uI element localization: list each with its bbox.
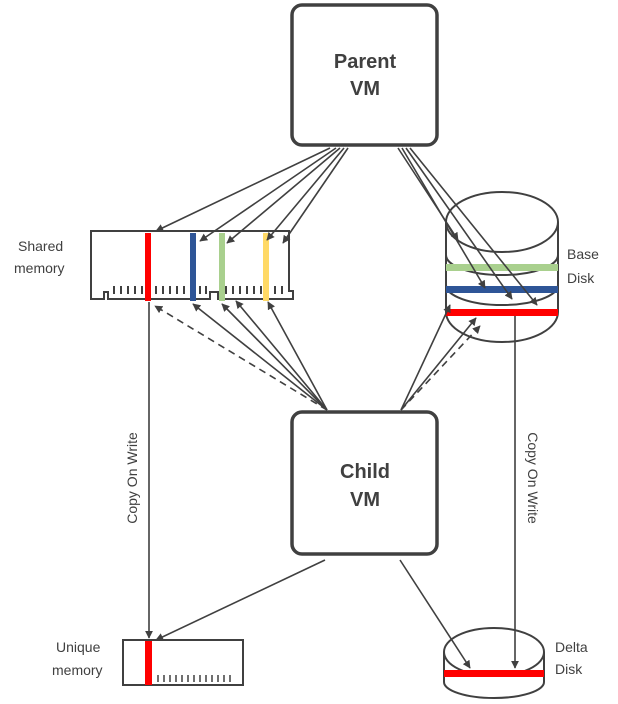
shared-memory-node: Shared memory [14, 230, 294, 301]
shared-memory-blue-page [190, 233, 196, 301]
child-vm-label-line1: Child [340, 461, 390, 483]
base-disk-green-block [446, 264, 558, 271]
child-vm-box [290, 410, 439, 556]
shared-memory-label-line1: Shared [18, 238, 63, 254]
base-disk-top [445, 191, 559, 253]
disk-copy-on-write-label: Copy On Write [525, 432, 541, 524]
unique-memory-label-line1: Unique [56, 639, 101, 655]
unique-memory-module [122, 639, 244, 686]
child-vm-label-line2: VM [350, 489, 380, 511]
parent-vm-box [290, 3, 439, 147]
base-disk-inner-arc-2 [445, 284, 559, 306]
base-disk-label-line1: Base [567, 246, 599, 262]
disk-copy-on-write-edge: Copy On Write [511, 316, 541, 669]
delta-disk-label-line1: Delta [555, 639, 588, 655]
parent-vm-label-line2: VM [350, 78, 380, 100]
unique-memory-label-line2: memory [52, 662, 103, 678]
child-to-delta-disk-arrow [399, 559, 471, 669]
parent-vm-node: Parent VM [290, 3, 439, 147]
child-vm-node: Child VM [290, 410, 439, 556]
unique-memory-node: Unique memory [52, 639, 244, 686]
unique-memory-red-page [145, 641, 152, 685]
shared-memory-yellow-page [263, 233, 269, 301]
child-to-unique-memory-arrow [155, 559, 326, 641]
base-disk-blue-block [446, 286, 558, 293]
child-to-base-disk-arrows [400, 304, 481, 411]
parent-to-base-disk-arrows [397, 147, 538, 306]
child-to-shared-memory-arrows [154, 300, 328, 411]
parent-to-shared-memory-arrows [155, 147, 349, 244]
shared-memory-pins [113, 286, 283, 294]
base-disk-label-line2: Disk [567, 270, 595, 286]
shared-memory-red-page [145, 233, 151, 301]
shared-memory-green-page [219, 233, 225, 301]
shared-memory-label-line2: memory [14, 260, 65, 276]
parent-vm-label-line1: Parent [334, 51, 397, 73]
delta-disk-node: Delta Disk [443, 627, 588, 699]
base-disk-node: Base Disk [445, 191, 599, 343]
unique-memory-pins [157, 675, 231, 682]
delta-disk-label-line2: Disk [555, 661, 583, 677]
base-disk-inner-arc-1 [445, 254, 559, 276]
memory-copy-on-write-edge: Copy On Write [124, 302, 153, 639]
delta-disk-red-block [444, 670, 544, 677]
memory-copy-on-write-label: Copy On Write [124, 432, 140, 524]
base-disk-red-block [446, 309, 558, 316]
